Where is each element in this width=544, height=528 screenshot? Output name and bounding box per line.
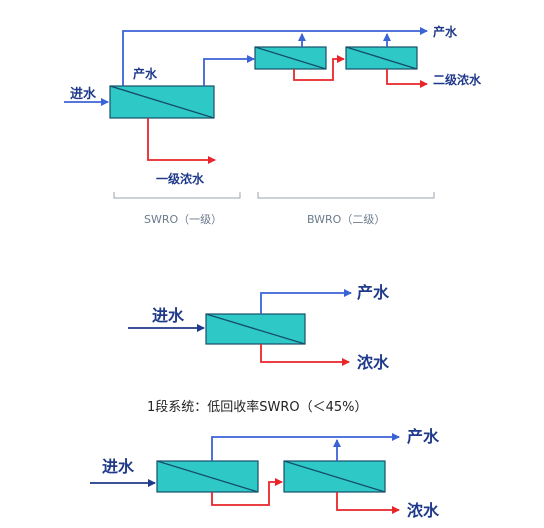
bwro-membrane-2-divider (345, 46, 418, 70)
bwro-bracket (257, 192, 435, 199)
feed-label: 进水 (152, 306, 185, 325)
concentrate-line (336, 492, 400, 514)
stage1-to-stage2-line (211, 478, 283, 506)
permeate-line (260, 289, 352, 314)
permeate-label: 产水 (357, 283, 390, 302)
swro-stage-label: SWRO（一级） (144, 213, 222, 226)
stage1-permeate-label: 产水 (133, 66, 158, 81)
two-stage-diagram: 进水 产水 浓水 (90, 427, 440, 520)
concentrate2-line (386, 69, 428, 88)
two-pass-diagram: 进水 产水 一级浓水 产水 二级浓水 SWRO（一级） BWRO（二级） (64, 24, 482, 226)
concentrate1-label: 一级浓水 (156, 171, 205, 186)
bwro1-to-bwro2-line (293, 55, 345, 81)
final-permeate-label: 产水 (433, 24, 458, 39)
concentrate-line (260, 344, 350, 366)
feed-label: 进水 (102, 457, 135, 476)
top-permeate-line (122, 27, 428, 86)
bwro-membrane-1-divider (254, 46, 327, 70)
permeate-label: 产水 (407, 427, 440, 446)
concentrate-label: 浓水 (357, 353, 390, 372)
stage2-membrane-divider (283, 460, 386, 493)
swro-membrane-divider (109, 85, 215, 119)
stage1-membrane-divider (156, 460, 259, 493)
single-stage-diagram: 进水 产水 浓水 1段系统：低回收率SWRO（＜45%） (128, 283, 390, 415)
concentrate2-label: 二级浓水 (433, 72, 482, 87)
swro-bracket (113, 192, 241, 199)
concentrate1-line (147, 118, 216, 164)
permeate-line (211, 433, 400, 461)
bwro-feed-line (203, 55, 255, 86)
swro-membrane-divider (205, 313, 306, 345)
bwro-stage-label: BWRO（二级） (307, 213, 385, 226)
feed-label: 进水 (70, 86, 97, 102)
concentrate-label: 浓水 (407, 501, 440, 520)
single-stage-caption: 1段系统：低回收率SWRO（＜45%） (147, 399, 368, 415)
